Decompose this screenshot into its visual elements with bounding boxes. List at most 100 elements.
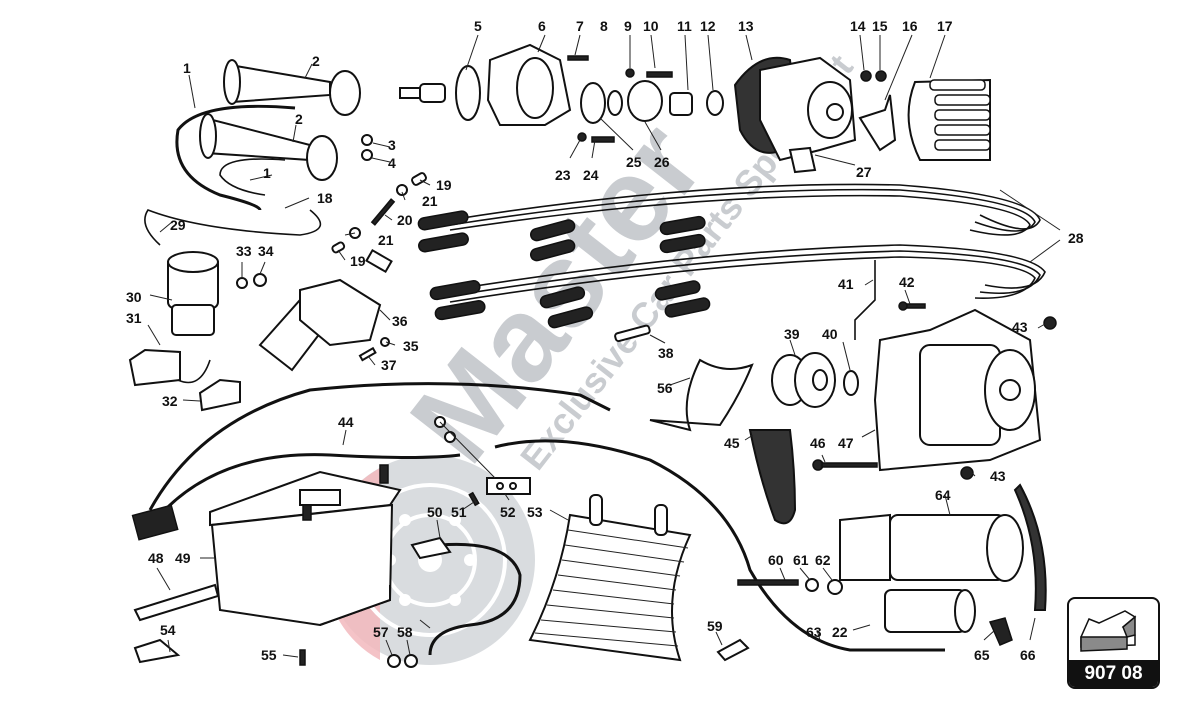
callout-13: 13 xyxy=(738,18,754,34)
callout-41: 41 xyxy=(838,276,854,292)
callout-40: 40 xyxy=(822,326,838,342)
callout-17: 17 xyxy=(937,18,953,34)
bracket-41 xyxy=(854,260,876,340)
callout-4: 4 xyxy=(388,155,396,171)
callout-12: 12 xyxy=(700,18,716,34)
callout-61: 61 xyxy=(793,552,809,568)
callout-57: 57 xyxy=(373,624,389,640)
connector-48 xyxy=(131,504,179,541)
callout-55: 55 xyxy=(261,647,277,663)
callout-58: 58 xyxy=(397,624,413,640)
callout-14: 14 xyxy=(850,18,866,34)
callout-7: 7 xyxy=(576,18,584,34)
spark-plug-boots xyxy=(417,210,711,329)
ignition-harness-28 xyxy=(449,183,1046,303)
distributor-cap-17 xyxy=(858,70,991,161)
callout-44: 44 xyxy=(338,414,354,430)
clamp-54 xyxy=(133,638,181,664)
callout-64: 64 xyxy=(935,487,951,503)
boot-65 xyxy=(988,617,1013,646)
callout-24: 24 xyxy=(583,167,599,183)
callout-52: 52 xyxy=(500,504,516,520)
callout-22: 22 xyxy=(832,624,848,640)
callout-37: 37 xyxy=(381,357,397,373)
callout-15: 15 xyxy=(872,18,888,34)
battery-strap-48 xyxy=(133,583,220,622)
callout-43b: 43 xyxy=(990,468,1006,484)
callout-5: 5 xyxy=(474,18,482,34)
bracket-32 xyxy=(198,378,241,412)
belt-45 xyxy=(748,429,797,525)
callout-32: 32 xyxy=(162,393,178,409)
callout-16: 16 xyxy=(902,18,918,34)
callout-42: 42 xyxy=(899,274,915,290)
starter-motor-64 xyxy=(839,513,1024,633)
direction-arrow-icon xyxy=(1080,610,1137,652)
leader-lines xyxy=(147,34,1061,658)
callout-labels: 1 1 2 2 3 4 5 6 7 8 9 10 11 12 13 14 15 … xyxy=(126,18,1084,663)
callout-36: 36 xyxy=(392,313,408,329)
nuts-57-58 xyxy=(387,654,418,668)
callout-28: 28 xyxy=(1068,230,1084,246)
pulley-39 xyxy=(771,352,836,408)
callout-53: 53 xyxy=(527,504,543,520)
bolt-55 xyxy=(299,649,306,666)
distributor-13 xyxy=(733,56,857,174)
callout-34: 34 xyxy=(258,243,274,259)
callout-27: 27 xyxy=(856,164,872,180)
callout-19b: 19 xyxy=(350,253,366,269)
relay-31 xyxy=(128,348,211,387)
callout-20: 20 xyxy=(397,212,413,228)
shield-56 xyxy=(649,358,754,432)
callout-35: 35 xyxy=(403,338,419,354)
reference-code: 907 08 xyxy=(1069,660,1158,687)
cable-50 xyxy=(428,542,522,656)
callout-66: 66 xyxy=(1020,647,1036,663)
distributor-drive-parts xyxy=(399,43,724,143)
clamp-50 xyxy=(410,536,452,560)
callout-30: 30 xyxy=(126,289,142,305)
callout-60: 60 xyxy=(768,552,784,568)
callout-33: 33 xyxy=(236,243,252,259)
cable-44b xyxy=(158,453,461,517)
wiper-motor-36 xyxy=(258,248,393,372)
ignition-coil-30 xyxy=(167,251,219,336)
callout-56: 56 xyxy=(657,380,673,396)
horn-wire-1 xyxy=(175,104,296,211)
clip-59 xyxy=(716,638,750,662)
callout-46: 46 xyxy=(810,435,826,451)
callout-21: 21 xyxy=(422,193,438,209)
callout-63: 63 xyxy=(806,624,822,640)
callout-38: 38 xyxy=(658,345,674,361)
callout-21b: 21 xyxy=(378,232,394,248)
nuts-33-34 xyxy=(236,273,267,289)
callout-39: 39 xyxy=(784,326,800,342)
callout-51: 51 xyxy=(451,504,467,520)
callout-54: 54 xyxy=(160,622,176,638)
callout-49: 49 xyxy=(175,550,191,566)
callout-19: 19 xyxy=(436,177,452,193)
callout-23: 23 xyxy=(555,167,571,183)
horn-wire-18 xyxy=(144,209,322,246)
callout-65: 65 xyxy=(974,647,990,663)
callout-26: 26 xyxy=(654,154,670,170)
callout-3: 3 xyxy=(388,137,396,153)
spark-plug-38 xyxy=(614,324,651,343)
stud-60-62 xyxy=(737,578,843,595)
callout-8: 8 xyxy=(600,18,608,34)
callout-25: 25 xyxy=(626,154,642,170)
cable-52-53 xyxy=(494,439,945,652)
alternator-47 xyxy=(873,301,1057,480)
callout-10: 10 xyxy=(643,18,659,34)
bolt-46 xyxy=(812,459,878,471)
callout-29: 29 xyxy=(170,217,186,233)
callout-1: 1 xyxy=(183,60,191,76)
nut-3-4 xyxy=(361,134,373,161)
callout-45: 45 xyxy=(724,435,740,451)
callout-9: 9 xyxy=(624,18,632,34)
heat-shield-53 xyxy=(528,494,692,662)
washer-40 xyxy=(843,370,859,396)
cable-44 xyxy=(148,382,611,511)
callout-31: 31 xyxy=(126,310,142,326)
